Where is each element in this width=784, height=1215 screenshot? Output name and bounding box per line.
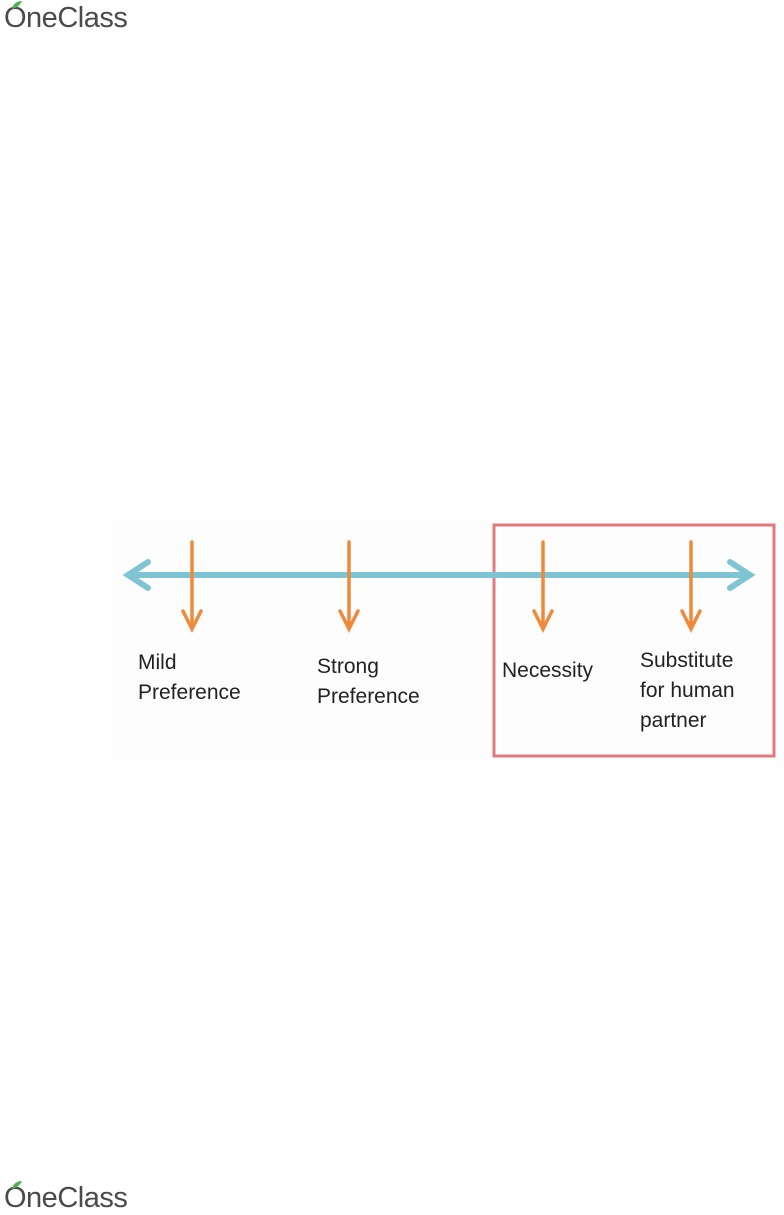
arrow-necessity — [534, 542, 552, 629]
spectrum-axis — [128, 562, 750, 588]
arrow-substitute — [682, 542, 700, 629]
oneclass-logo-footer[interactable]: OneClass — [4, 1182, 127, 1215]
leaf-icon — [11, 1180, 23, 1190]
label-substitute-for-human-partner: Substitute for human partner — [640, 646, 735, 736]
label-necessity: Necessity — [502, 656, 593, 686]
arrow-strong-preference — [340, 542, 358, 629]
arrow-mild-preference — [183, 542, 201, 629]
label-mild-preference: Mild Preference — [138, 648, 241, 708]
label-strong-preference: Strong Preference — [317, 652, 420, 712]
